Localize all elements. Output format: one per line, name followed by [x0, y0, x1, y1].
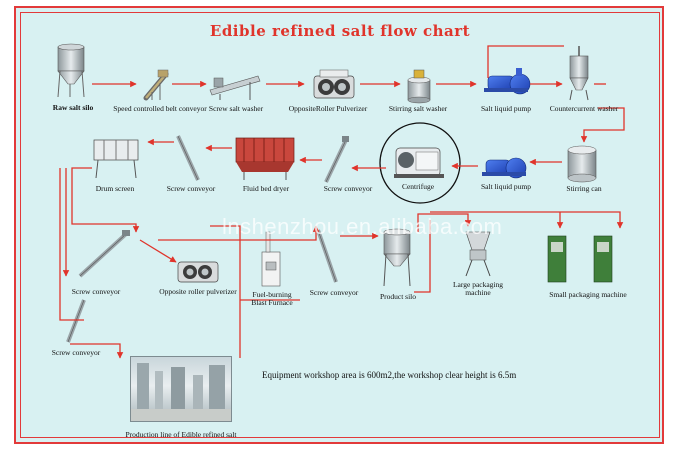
fluid-bed-dryer-icon	[235, 137, 295, 180]
label-salt-liquid-pump-mid: Salt liquid pump	[480, 182, 532, 191]
arrow	[59, 168, 84, 321]
stirring-washer-icon	[407, 69, 431, 104]
label-stirring-salt-washer: Stirring salt washer	[388, 104, 448, 113]
stirring-can-icon	[567, 145, 597, 183]
centrifuge-icon	[394, 147, 444, 178]
label-belt-conveyor: Speed controlled belt conveyor	[113, 104, 207, 113]
blast-furnace-icon	[261, 231, 281, 287]
label-screw-salt-washer: Screw salt washer	[208, 104, 264, 113]
centrifuge-highlight-circle	[379, 122, 461, 204]
flow-arrows	[59, 45, 625, 359]
arrow	[580, 107, 625, 143]
label-raw-salt-silo: Raw salt silo	[52, 103, 94, 112]
arrow	[158, 225, 320, 241]
label-photo-caption: Production line of Edible refined salt	[125, 430, 237, 439]
screw-conveyor-icon	[66, 299, 86, 343]
screw-conveyor-icon	[176, 135, 200, 181]
production-line-photo	[130, 356, 232, 422]
pump-icon	[482, 157, 527, 179]
label-large-packaging: Large packaging machine	[452, 280, 504, 298]
arrow	[417, 213, 472, 232]
label-salt-liquid-pump-top: Salt liquid pump	[480, 104, 532, 113]
label-product-silo: Product silo	[379, 292, 417, 301]
product-silo-icon	[383, 228, 411, 287]
screw-conveyor-icon	[78, 230, 130, 278]
label-drum-screen: Drum screen	[95, 184, 135, 193]
label-screw-conveyor-bottom: Screw conveyor	[51, 348, 101, 357]
belt-conveyor-icon	[143, 69, 169, 101]
label-opposite-roller-pulverizer-low: Opposite roller pulverizer	[159, 287, 237, 296]
small-packaging-icon	[547, 235, 613, 283]
large-packaging-icon	[465, 231, 491, 277]
label-small-packaging: Small packaging machine	[549, 290, 627, 299]
label-blast-furnace: Fuel-burning Blast Furnace	[251, 290, 293, 308]
workshop-note: Equipment workshop area is 600m2,the wor…	[262, 370, 517, 380]
arrow	[430, 211, 624, 229]
arrow	[210, 225, 241, 358]
roller-pulverizer-icon	[177, 261, 219, 283]
arrow	[139, 239, 177, 263]
label-fluid-bed-dryer: Fluid bed dryer	[242, 184, 290, 193]
countercurrent-washer-icon	[569, 46, 589, 101]
screw-washer-icon	[209, 75, 261, 100]
roller-pulverizer-icon	[313, 69, 355, 99]
drum-screen-icon	[93, 139, 139, 179]
label-screw-conveyor-low2: Screw conveyor	[309, 288, 359, 297]
label-opposite-roller-pulverizer-top: OppositeRoller Pulverizer	[288, 104, 368, 113]
arrow	[414, 220, 431, 293]
label-screw-conveyor-low: Screw conveyor	[71, 287, 121, 296]
screw-conveyor-icon	[324, 136, 349, 183]
chart-title: Edible refined salt flow chart	[209, 22, 471, 40]
label-stirring-can: Stirring can	[566, 184, 602, 193]
pump-icon	[484, 68, 531, 95]
label-screw-conveyor-mid: Screw conveyor	[323, 184, 373, 193]
silo-icon	[57, 43, 85, 98]
arrow	[70, 343, 124, 359]
watermark: lnshenzhou.en.alibaba.com	[222, 214, 503, 239]
arrow	[487, 45, 564, 78]
label-countercurrent-washer: Countercurrent washer	[549, 104, 619, 113]
label-centrifuge: Centrifuge	[401, 182, 435, 191]
arrow	[71, 167, 140, 233]
screw-conveyor-icon	[316, 229, 338, 283]
label-screw-conveyor-left: Screw conveyor	[166, 184, 216, 193]
